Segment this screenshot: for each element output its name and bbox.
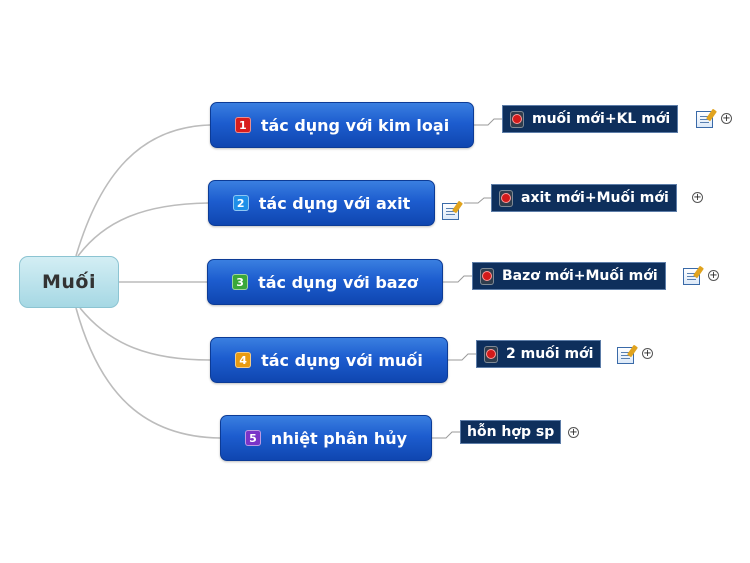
subtopic-5[interactable]: hỗn hợp sp [460,420,562,444]
expand-button[interactable]: + [568,427,579,438]
subtopic-2[interactable]: axit mới+Muối mới [491,184,677,212]
subtopic-1-label: muối mới+KL mới [532,111,671,127]
note-icon[interactable] [442,203,459,220]
central-topic[interactable]: Muối [19,256,119,308]
pin-icon [484,345,498,363]
pin-icon [480,267,494,285]
connector-root-topic-1 [75,124,211,257]
expand-button[interactable]: + [642,348,653,359]
topic-3-label: tác dụng với bazơ [258,272,418,292]
connector-topic-5-sub [432,431,460,439]
connector-topic-1-sub [474,118,502,126]
note-icon[interactable] [683,268,700,285]
pin-icon [499,189,513,207]
priority-2-icon: 2 [232,195,249,211]
expand-button[interactable]: + [708,270,719,281]
expand-button[interactable]: + [692,192,703,203]
priority-5-icon: 5 [244,430,261,446]
subtopic-5-label: hỗn hợp sp [467,424,555,440]
topic-2[interactable]: 2 tác dụng với axit [208,180,435,226]
note-icon[interactable] [696,111,713,128]
connector-root-topic-4 [79,307,211,361]
note-icon[interactable] [617,347,634,364]
connector-topic-3-sub [443,275,472,283]
pin-icon [510,110,524,128]
priority-1-icon: 1 [234,117,251,133]
subtopic-3-label: Bazơ mới+Muối mới [502,268,658,284]
subtopic-2-label: axit mới+Muối mới [521,190,669,206]
expand-button[interactable]: + [721,113,732,124]
topic-4[interactable]: 4 tác dụng với muối [210,337,448,383]
connector-topic-2-sub [464,197,491,204]
subtopic-4[interactable]: 2 muối mới [476,340,602,368]
topic-4-label: tác dụng với muối [261,350,423,370]
connector-root-topic-2 [77,202,209,257]
topic-2-label: tác dụng với axit [258,193,411,213]
topic-3[interactable]: 3 tác dụng với bazơ [207,259,443,305]
subtopic-4-label: 2 muối mới [506,346,594,362]
priority-3-icon: 3 [232,274,249,290]
connector-root-topic-5 [75,307,221,439]
subtopic-1[interactable]: muối mới+KL mới [502,105,679,133]
topic-1-label: tác dụng với kim loại [260,115,450,135]
subtopic-3[interactable]: Bazơ mới+Muối mới [472,262,666,290]
connector-topic-4-sub [448,353,476,361]
topic-5[interactable]: 5 nhiệt phân hủy [220,415,432,461]
central-topic-label: Muối [42,271,96,293]
topic-1[interactable]: 1 tác dụng với kim loại [210,102,474,148]
topic-5-label: nhiệt phân hủy [270,428,408,448]
priority-4-icon: 4 [235,352,252,368]
